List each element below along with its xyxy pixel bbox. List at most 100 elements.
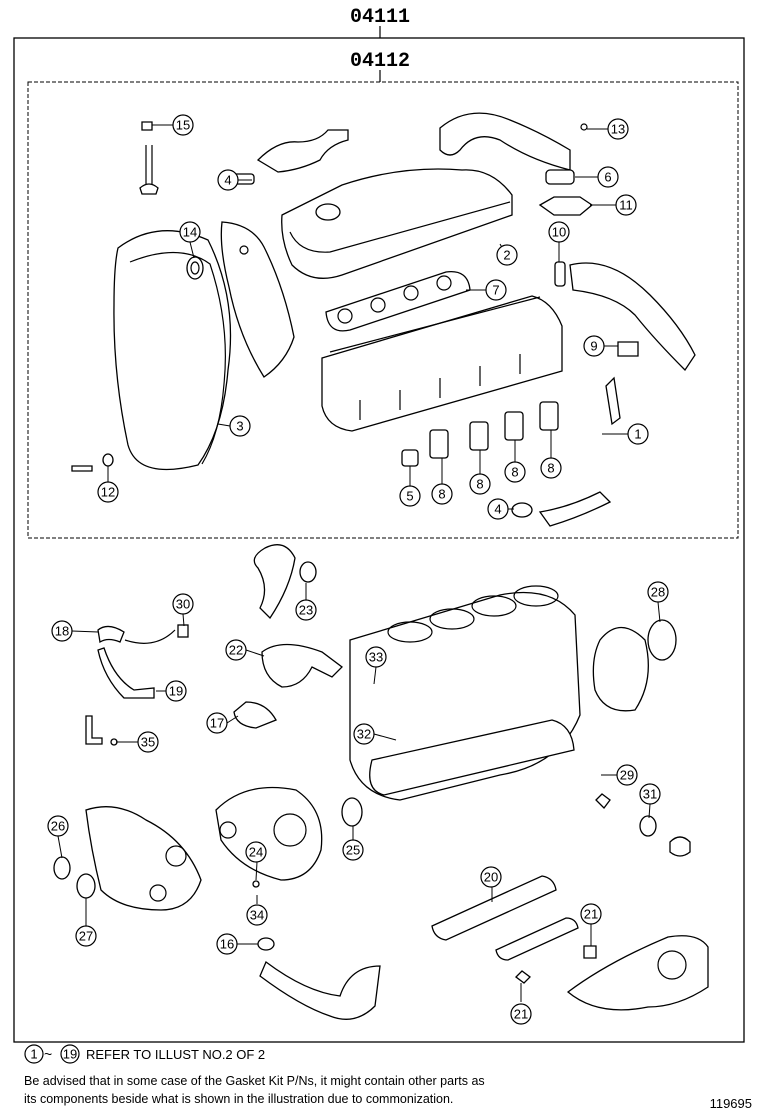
assembly-code: 04111 <box>350 6 410 29</box>
svg-text:8: 8 <box>438 487 445 502</box>
timing-belt-cover <box>113 230 232 471</box>
svg-text:30: 30 <box>176 597 190 612</box>
callout-15: 15 <box>172 114 194 136</box>
water-pipe-upper <box>231 129 349 185</box>
svg-text:8: 8 <box>511 465 518 480</box>
svg-text:13: 13 <box>611 122 625 137</box>
callout-6: 6 <box>597 166 619 188</box>
thermostat-gasket-17 <box>233 701 277 729</box>
oil-cooler-housing <box>566 935 709 1011</box>
rear-oil-seal-retainer-28 <box>592 619 677 712</box>
callout-30: 30 <box>172 593 194 615</box>
svg-text:19: 19 <box>169 684 183 699</box>
callout-19: 19 <box>165 680 187 702</box>
callout-10: 10 <box>548 221 570 243</box>
callout-27: 27 <box>75 925 97 947</box>
callout-8a: 8 <box>431 483 453 505</box>
svg-text:35: 35 <box>141 735 155 750</box>
reference-range: 1 ~ 19 REFER TO ILLUST NO.2 OF 2 <box>24 1044 265 1064</box>
gasket-9 <box>617 341 639 357</box>
callout-7: 7 <box>485 279 507 301</box>
timing-cover-gasket <box>220 221 295 378</box>
callout-21b: 21 <box>510 1003 532 1025</box>
svg-text:10: 10 <box>552 225 566 240</box>
callout-leaders <box>57 124 661 1002</box>
callout-32: 32 <box>353 723 375 745</box>
callout-2: 2 <box>496 244 518 266</box>
callout-21a: 21 <box>580 903 602 925</box>
callout-8b: 8 <box>469 473 491 495</box>
callout-34: 34 <box>246 904 268 926</box>
svg-text:23: 23 <box>299 603 313 618</box>
inner-kit-frame <box>27 81 739 539</box>
callout-1: 1 <box>627 423 649 445</box>
range-end-number: 19 <box>63 1047 77 1062</box>
advisory-note-line-1: Be advised that in some case of the Gask… <box>24 1074 485 1088</box>
subassembly-code: 04112 <box>350 50 410 73</box>
gasket-1 <box>605 376 621 426</box>
bracket-35 <box>85 715 118 746</box>
cylinder-head <box>321 295 563 432</box>
svg-text:25: 25 <box>346 843 360 858</box>
svg-text:21: 21 <box>584 907 598 922</box>
advisory-note-line-2: its components beside what is shown in t… <box>24 1092 454 1106</box>
callout-9: 9 <box>583 335 605 357</box>
callout-25: 25 <box>342 839 364 861</box>
svg-text:2: 2 <box>503 248 510 263</box>
callout-labels: 15 4 13 6 11 14 2 10 7 9 3 1 12 5 8 8 8 … <box>47 114 669 1025</box>
svg-text:34: 34 <box>250 908 264 923</box>
cylinder-head-cover <box>281 168 513 279</box>
oil-seal-31-and-filter <box>639 815 691 857</box>
svg-text:14: 14 <box>183 225 197 240</box>
callout-3: 3 <box>229 415 251 437</box>
oil-seal-14 <box>186 256 204 280</box>
svg-text:11: 11 <box>619 198 633 213</box>
valve-stem-seal-and-valve <box>139 121 159 195</box>
callout-23: 23 <box>295 599 317 621</box>
callout-29: 29 <box>616 764 638 786</box>
callout-5: 5 <box>399 485 421 507</box>
svg-text:8: 8 <box>547 461 554 476</box>
svg-text:32: 32 <box>357 727 371 742</box>
intake-manifold-pipe <box>439 112 588 171</box>
callout-13: 13 <box>607 118 629 140</box>
callout-18: 18 <box>51 620 73 642</box>
svg-text:24: 24 <box>249 845 263 860</box>
callout-20: 20 <box>480 866 502 888</box>
callout-12: 12 <box>97 481 119 503</box>
callout-11: 11 <box>615 194 637 216</box>
svg-text:15: 15 <box>176 118 190 133</box>
oil-pipe-18-19-30 <box>97 624 189 699</box>
water-outlet-gasket-22 <box>261 643 343 688</box>
water-inlet-and-seal-23 <box>253 544 317 620</box>
drain-plug-29 <box>595 793 611 809</box>
svg-text:28: 28 <box>651 585 665 600</box>
svg-text:22: 22 <box>229 643 243 658</box>
range-separator: ~ <box>44 1046 52 1062</box>
callout-4: 4 <box>217 169 239 191</box>
svg-text:12: 12 <box>101 485 115 500</box>
svg-text:33: 33 <box>369 650 383 665</box>
water-pipe-lower <box>511 491 612 527</box>
callout-17: 17 <box>206 712 228 734</box>
svg-text:16: 16 <box>220 937 234 952</box>
svg-text:8: 8 <box>476 477 483 492</box>
svg-text:29: 29 <box>620 768 634 783</box>
oil-strainer-16 <box>257 937 381 1020</box>
svg-text:18: 18 <box>55 624 69 639</box>
callout-35: 35 <box>137 731 159 753</box>
front-cover-and-seals-26-27 <box>53 806 202 911</box>
callout-22: 22 <box>225 639 247 661</box>
oil-cooler-20-21 <box>431 875 597 984</box>
svg-text:27: 27 <box>79 929 93 944</box>
range-start-number: 1 <box>30 1047 37 1062</box>
cylinder-block <box>349 585 581 801</box>
svg-text:3: 3 <box>236 419 243 434</box>
svg-text:4: 4 <box>224 173 231 188</box>
svg-text:5: 5 <box>406 489 413 504</box>
egr-pipe-10 <box>554 261 696 372</box>
svg-text:6: 6 <box>604 170 611 185</box>
callout-8d: 8 <box>540 457 562 479</box>
svg-text:9: 9 <box>590 339 597 354</box>
